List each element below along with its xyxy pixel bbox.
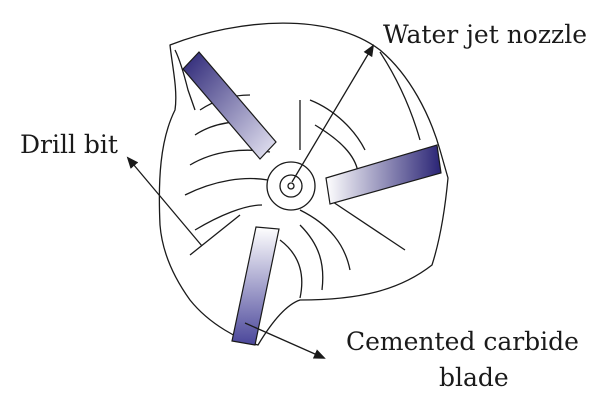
cemented-carbide-blade (325, 144, 442, 205)
drill-bit-arrow (126, 156, 203, 247)
blade-bottom (231, 226, 280, 346)
blade-right (325, 144, 442, 205)
drill-bit-face-line (309, 99, 366, 151)
cemented-carbide-blade-label: Cemented carbide (346, 327, 579, 356)
nozzle-arrow (291, 44, 375, 183)
leader-arrows (126, 44, 375, 359)
cemented-carbide-blade (231, 226, 280, 346)
drill-bit-back-rim (174, 49, 196, 111)
drill-bit-flute (329, 199, 406, 251)
drill-bit-back-rim (379, 51, 421, 141)
blade-top (182, 51, 277, 160)
drill-bit-face-line (299, 224, 324, 291)
water-jet-nozzle (266, 161, 316, 211)
nozzle-orifice (287, 182, 295, 190)
drill-bit-body (158, 22, 449, 346)
drill-bit-label: Drill bit (20, 130, 118, 159)
drill-bit-face-line (194, 204, 263, 231)
drill-bit-face-line (279, 239, 303, 299)
drill-bit-face-line (314, 124, 359, 173)
drill-bit-face-line (184, 177, 269, 196)
cemented-carbide-blade (182, 51, 277, 160)
water-jet-nozzle-label: Water jet nozzle (383, 20, 587, 49)
drill-bit-flute (189, 214, 241, 256)
blade-arrow (244, 322, 326, 359)
cemented-carbide-blade-label-line2: blade (439, 363, 509, 392)
drill-bit-outline (158, 22, 449, 346)
drill-bit-face-line (299, 209, 351, 271)
